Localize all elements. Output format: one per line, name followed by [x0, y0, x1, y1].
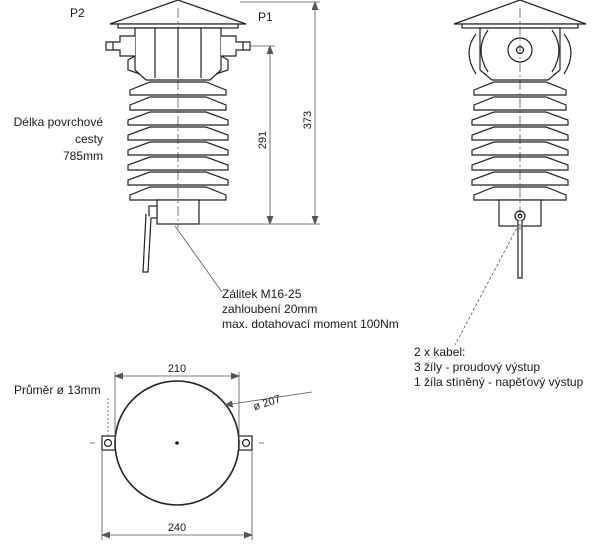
- hole-diameter-label: Průměr ø 13mm: [14, 383, 101, 397]
- dim-210-text: 210: [168, 363, 186, 375]
- side-view: [105, 0, 251, 273]
- front-view: [453, 0, 587, 279]
- cable-line-1: 2 x kabel:: [414, 345, 466, 359]
- thread-note: Zálitek M16-25 zahloubení 20mm max. dota…: [222, 287, 399, 332]
- base-view: [101, 380, 253, 506]
- cable-gland: [148, 205, 158, 219]
- label-p1: P1: [258, 10, 273, 24]
- front-cable: [517, 220, 523, 279]
- thread-line-3: max. dotahovací moment 100Nm: [222, 317, 399, 331]
- dim-240-text: 240: [168, 522, 186, 534]
- cable-note: 2 x kabel: 3 žíly - proudový výstup 1 ží…: [414, 345, 583, 390]
- creepage-line-1: Délka povrchové: [13, 115, 103, 129]
- creepage-line-3: 785mm: [62, 149, 103, 163]
- dim-207-text: ø 207: [252, 393, 282, 413]
- terminal-p2: [105, 35, 135, 57]
- creepage-note: Délka povrchové cesty 785mm: [0, 115, 103, 164]
- base-dimensions: [90, 372, 313, 540]
- terminal-p1: [221, 35, 251, 57]
- thread-line-1: Zálitek M16-25: [222, 287, 302, 301]
- front-leader: [454, 223, 520, 346]
- creepage-line-2: cesty: [74, 132, 103, 146]
- dim-291-text: 291: [257, 131, 269, 149]
- cable-line-3: 1 žíla stíněný - napěťový výstup: [414, 375, 584, 389]
- side-dimensions: [174, 0, 320, 293]
- label-p2: P2: [70, 6, 85, 20]
- dim-373-text: 373: [302, 111, 314, 129]
- thread-line-2: zahloubení 20mm: [222, 302, 318, 316]
- cable-line-2: 3 žíly - proudový výstup: [414, 360, 541, 374]
- cable: [142, 213, 152, 273]
